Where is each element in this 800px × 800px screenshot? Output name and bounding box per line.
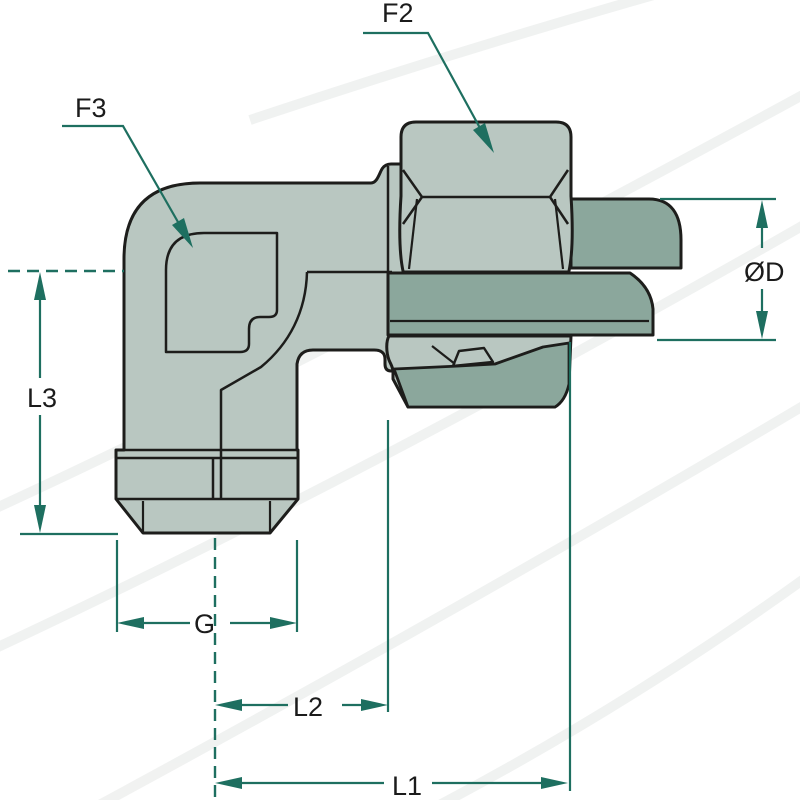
- nut-hex-line: [401, 169, 570, 225]
- g-arrow-right: [270, 617, 297, 629]
- swivel-nut: [398, 120, 574, 274]
- body-forging-outline: [164, 231, 279, 354]
- elbow-body: [114, 162, 405, 535]
- tube-assembly: [386, 197, 683, 337]
- label-l3: L3: [27, 383, 57, 413]
- l2-arrow-left: [215, 699, 242, 711]
- label-diameter: ØD: [744, 257, 785, 287]
- label-l2: L2: [293, 692, 323, 722]
- l2-arrow-right: [361, 699, 388, 711]
- dim-l1: L1: [215, 342, 572, 800]
- dim-f2: F2: [363, 0, 494, 153]
- label-f3: F3: [75, 93, 107, 123]
- dimension-annotations: F2 F3 ØD L3: [8, 0, 785, 800]
- f3-leader-line: [62, 124, 187, 237]
- elbow-body-outline: [114, 162, 405, 535]
- f2-leader-line: [363, 31, 487, 140]
- nut-flat-right-line: [553, 198, 565, 270]
- l3-arrow-up: [34, 272, 46, 300]
- diameter-arrow-up: [756, 200, 768, 228]
- tube: [386, 271, 655, 337]
- g-arrow-left: [117, 617, 144, 629]
- f3-arrowhead: [172, 218, 193, 248]
- nut-lower-dark-section: [392, 341, 571, 409]
- f2-arrowhead: [473, 123, 494, 153]
- cutting-ring-bite-line: [431, 345, 456, 365]
- l3-arrow-down: [34, 505, 46, 533]
- dim-f3: F3: [62, 93, 193, 248]
- dim-l3: L3: [8, 269, 124, 536]
- l1-arrow-left: [215, 777, 242, 789]
- cutting-ring-wedge: [451, 346, 495, 368]
- dim-l2: L2: [215, 420, 390, 722]
- l1-arrow-right: [541, 777, 568, 789]
- dim-diameter: ØD: [657, 197, 785, 342]
- label-f2: F2: [382, 0, 414, 28]
- ferrule-sleeve: [569, 197, 683, 270]
- label-l1: L1: [392, 771, 422, 800]
- label-g: G: [194, 609, 215, 639]
- nut-flat-left-line: [407, 198, 419, 270]
- diameter-arrow-down: [756, 311, 768, 339]
- nut-lower-half: [385, 334, 573, 409]
- body-bore-curve: [219, 271, 309, 499]
- dim-g: G: [115, 540, 299, 639]
